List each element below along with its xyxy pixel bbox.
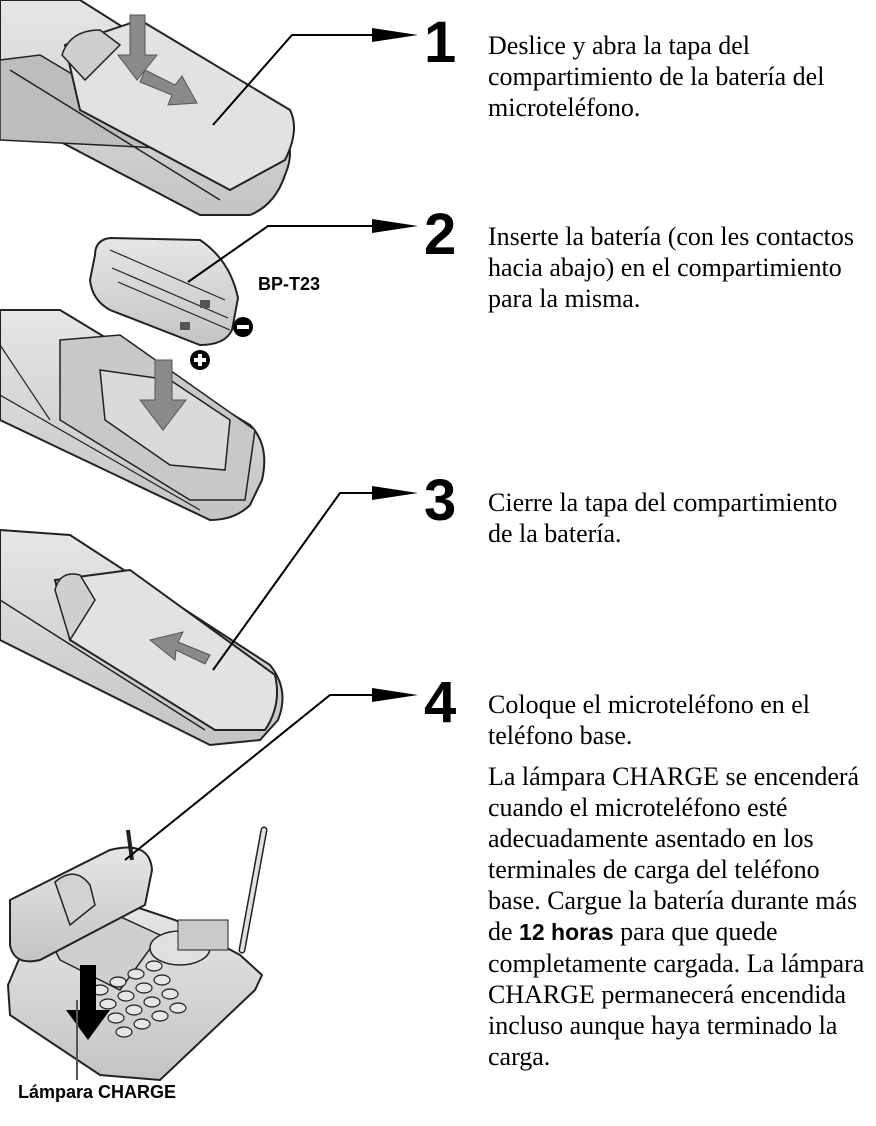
close-arrow [148,631,211,665]
keypad [91,960,187,1038]
step-3-number: 3 [424,468,457,533]
step-2-text: Inserte la batería (con les contactos ha… [488,221,868,324]
leader-line-2 [187,225,372,283]
handset-and-base-illustration [6,826,268,1082]
step-1-instruction: Deslice y abra la tapa del compartimient… [488,31,825,122]
charge-lamp-label: Lámpara CHARGE [18,1082,177,1102]
step-1-text: Deslice y abra la tapa del compartimient… [488,30,868,133]
down-arrow [116,14,159,81]
step-1-number: 1 [424,10,457,75]
step-3-text: Cierre la tapa del compartimiento de la … [488,487,868,559]
step-3-instruction: Cierre la tapa del compartimiento de la … [488,488,838,548]
leader-line-3 [212,492,372,671]
step-4-instruction: Coloque el microteléfono en el teléfono … [488,690,811,750]
leader-line-4 [124,694,372,861]
leader-line-1 [212,34,372,126]
step-2-instruction: Inserte la batería (con les contactos ha… [488,222,854,313]
charge-duration: 12 horas [519,919,614,945]
handset-open-compartment-illustration [0,309,266,522]
step-2-number: 2 [424,202,457,267]
battery-model-label: BP-T23 [258,274,321,294]
step-4-detail: La lámpara CHARGE se encenderá cuando el… [488,761,868,1072]
handset-close-cover-illustration [0,528,284,747]
handset-open-cover-illustration [0,0,295,216]
detail-part-2: para que quede completamente cargada. La… [488,917,865,1071]
battery-illustration [88,236,240,347]
insert-arrow [138,359,188,431]
detail-part-1: La lámpara CHARGE se encenderá cuando el… [488,762,860,946]
slide-arrow [139,69,198,106]
step-4-number: 4 [424,670,457,735]
step-4-text: Coloque el microteléfono en el teléfono … [488,689,868,1082]
